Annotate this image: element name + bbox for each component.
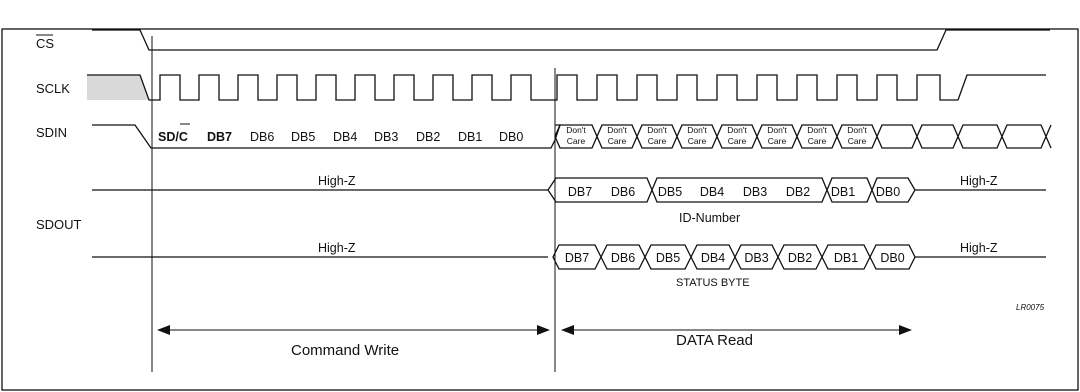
dont-care-line1-2: Don't [647, 125, 667, 135]
sdin-waveform [92, 124, 1052, 149]
sdin-bit-8: DB0 [499, 130, 523, 144]
signal-label-sdin: SDIN [36, 125, 67, 140]
data-read-label: DATA Read [676, 332, 753, 349]
sdin-bit-4: DB4 [333, 130, 357, 144]
data-read-arrow [561, 325, 912, 335]
id-number-caption: ID-Number [679, 211, 740, 225]
sdout-status-high-z-right-label: High-Z [960, 241, 998, 255]
sdout-id-bit-3: DB4 [700, 185, 724, 199]
dont-care-cells: Don'tCareDon'tCareDon'tCareDon'tCareDon'… [566, 125, 867, 146]
sdout-status-bit-4: DB3 [744, 251, 768, 265]
sclk-idle-shading [87, 75, 149, 100]
dont-care-line2-7: Care [848, 136, 867, 146]
cs-waveform [92, 29, 1050, 51]
sdout-id-bit-5: DB2 [786, 185, 810, 199]
figure-code: LR0075 [1016, 303, 1045, 312]
sdout-id-bit-6: DB1 [831, 185, 855, 199]
sdout-status-bit-0: DB7 [565, 251, 589, 265]
dont-care-line1-5: Don't [767, 125, 787, 135]
diagram-frame [1, 28, 1079, 391]
sdout-status-bit-5: DB2 [788, 251, 812, 265]
dont-care-line1-1: Don't [607, 125, 627, 135]
dont-care-line2-1: Care [608, 136, 627, 146]
signal-label-sclk: SCLK [36, 81, 70, 96]
status-byte-caption: STATUS BYTE [676, 277, 750, 289]
dont-care-line2-0: Care [567, 136, 586, 146]
sdout-id-bus [547, 177, 916, 203]
dont-care-line1-7: Don't [847, 125, 867, 135]
sdout-status-bit-2: DB5 [656, 251, 680, 265]
sdout-id-high-z-left-label: High-Z [318, 174, 356, 188]
sdin-bit-2: DB6 [250, 130, 274, 144]
dont-care-line1-4: Don't [727, 125, 747, 135]
sdout-id-bit-7: DB0 [876, 185, 900, 199]
sdin-bit-6: DB2 [416, 130, 440, 144]
sdin-bit-0: SD/C [158, 130, 188, 144]
sdout-id-bit-1: DB6 [611, 185, 635, 199]
sdin-bit-3: DB5 [291, 130, 315, 144]
dont-care-line1-0: Don't [566, 125, 586, 135]
signal-label-sdout: SDOUT [36, 217, 82, 232]
sdout-status-bit-7: DB0 [880, 251, 904, 265]
dont-care-line2-2: Care [648, 136, 667, 146]
sdout-status-bit-3: DB4 [701, 251, 725, 265]
sdout-status-bus [552, 244, 916, 270]
sdout-id-bit-labels: DB7 DB6 DB5 DB4 DB3 DB2 DB1 DB0 [568, 185, 900, 199]
sdout-id-high-z-right-label: High-Z [960, 174, 998, 188]
sdout-status-bit-labels: DB7 DB6 DB5 DB4 DB3 DB2 DB1 DB0 [565, 251, 905, 265]
command-write-label: Command Write [291, 342, 399, 359]
sclk-waveform [87, 74, 1046, 101]
sdin-bit-5: DB3 [374, 130, 398, 144]
dont-care-line2-5: Care [768, 136, 787, 146]
sdin-bit-labels: SD/C DB7 DB6 DB5 DB4 DB3 DB2 DB1 DB0 [158, 130, 523, 144]
sdin-bit-7: DB1 [458, 130, 482, 144]
sdin-bit-1: DB7 [207, 130, 232, 144]
dont-care-line2-4: Care [728, 136, 747, 146]
command-write-arrow [157, 325, 550, 335]
sdout-id-bit-0: DB7 [568, 185, 592, 199]
dont-care-line1-3: Don't [687, 125, 707, 135]
dont-care-line1-6: Don't [807, 125, 827, 135]
sdout-id-bit-4: DB3 [743, 185, 767, 199]
dont-care-line2-3: Care [688, 136, 707, 146]
sdout-id-bit-2: DB5 [658, 185, 682, 199]
signal-label-cs: CS [36, 36, 54, 51]
dont-care-line2-6: Care [808, 136, 827, 146]
sdout-status-bit-1: DB6 [611, 251, 635, 265]
sdout-status-high-z-left-label: High-Z [318, 241, 356, 255]
sdout-status-bit-6: DB1 [834, 251, 858, 265]
